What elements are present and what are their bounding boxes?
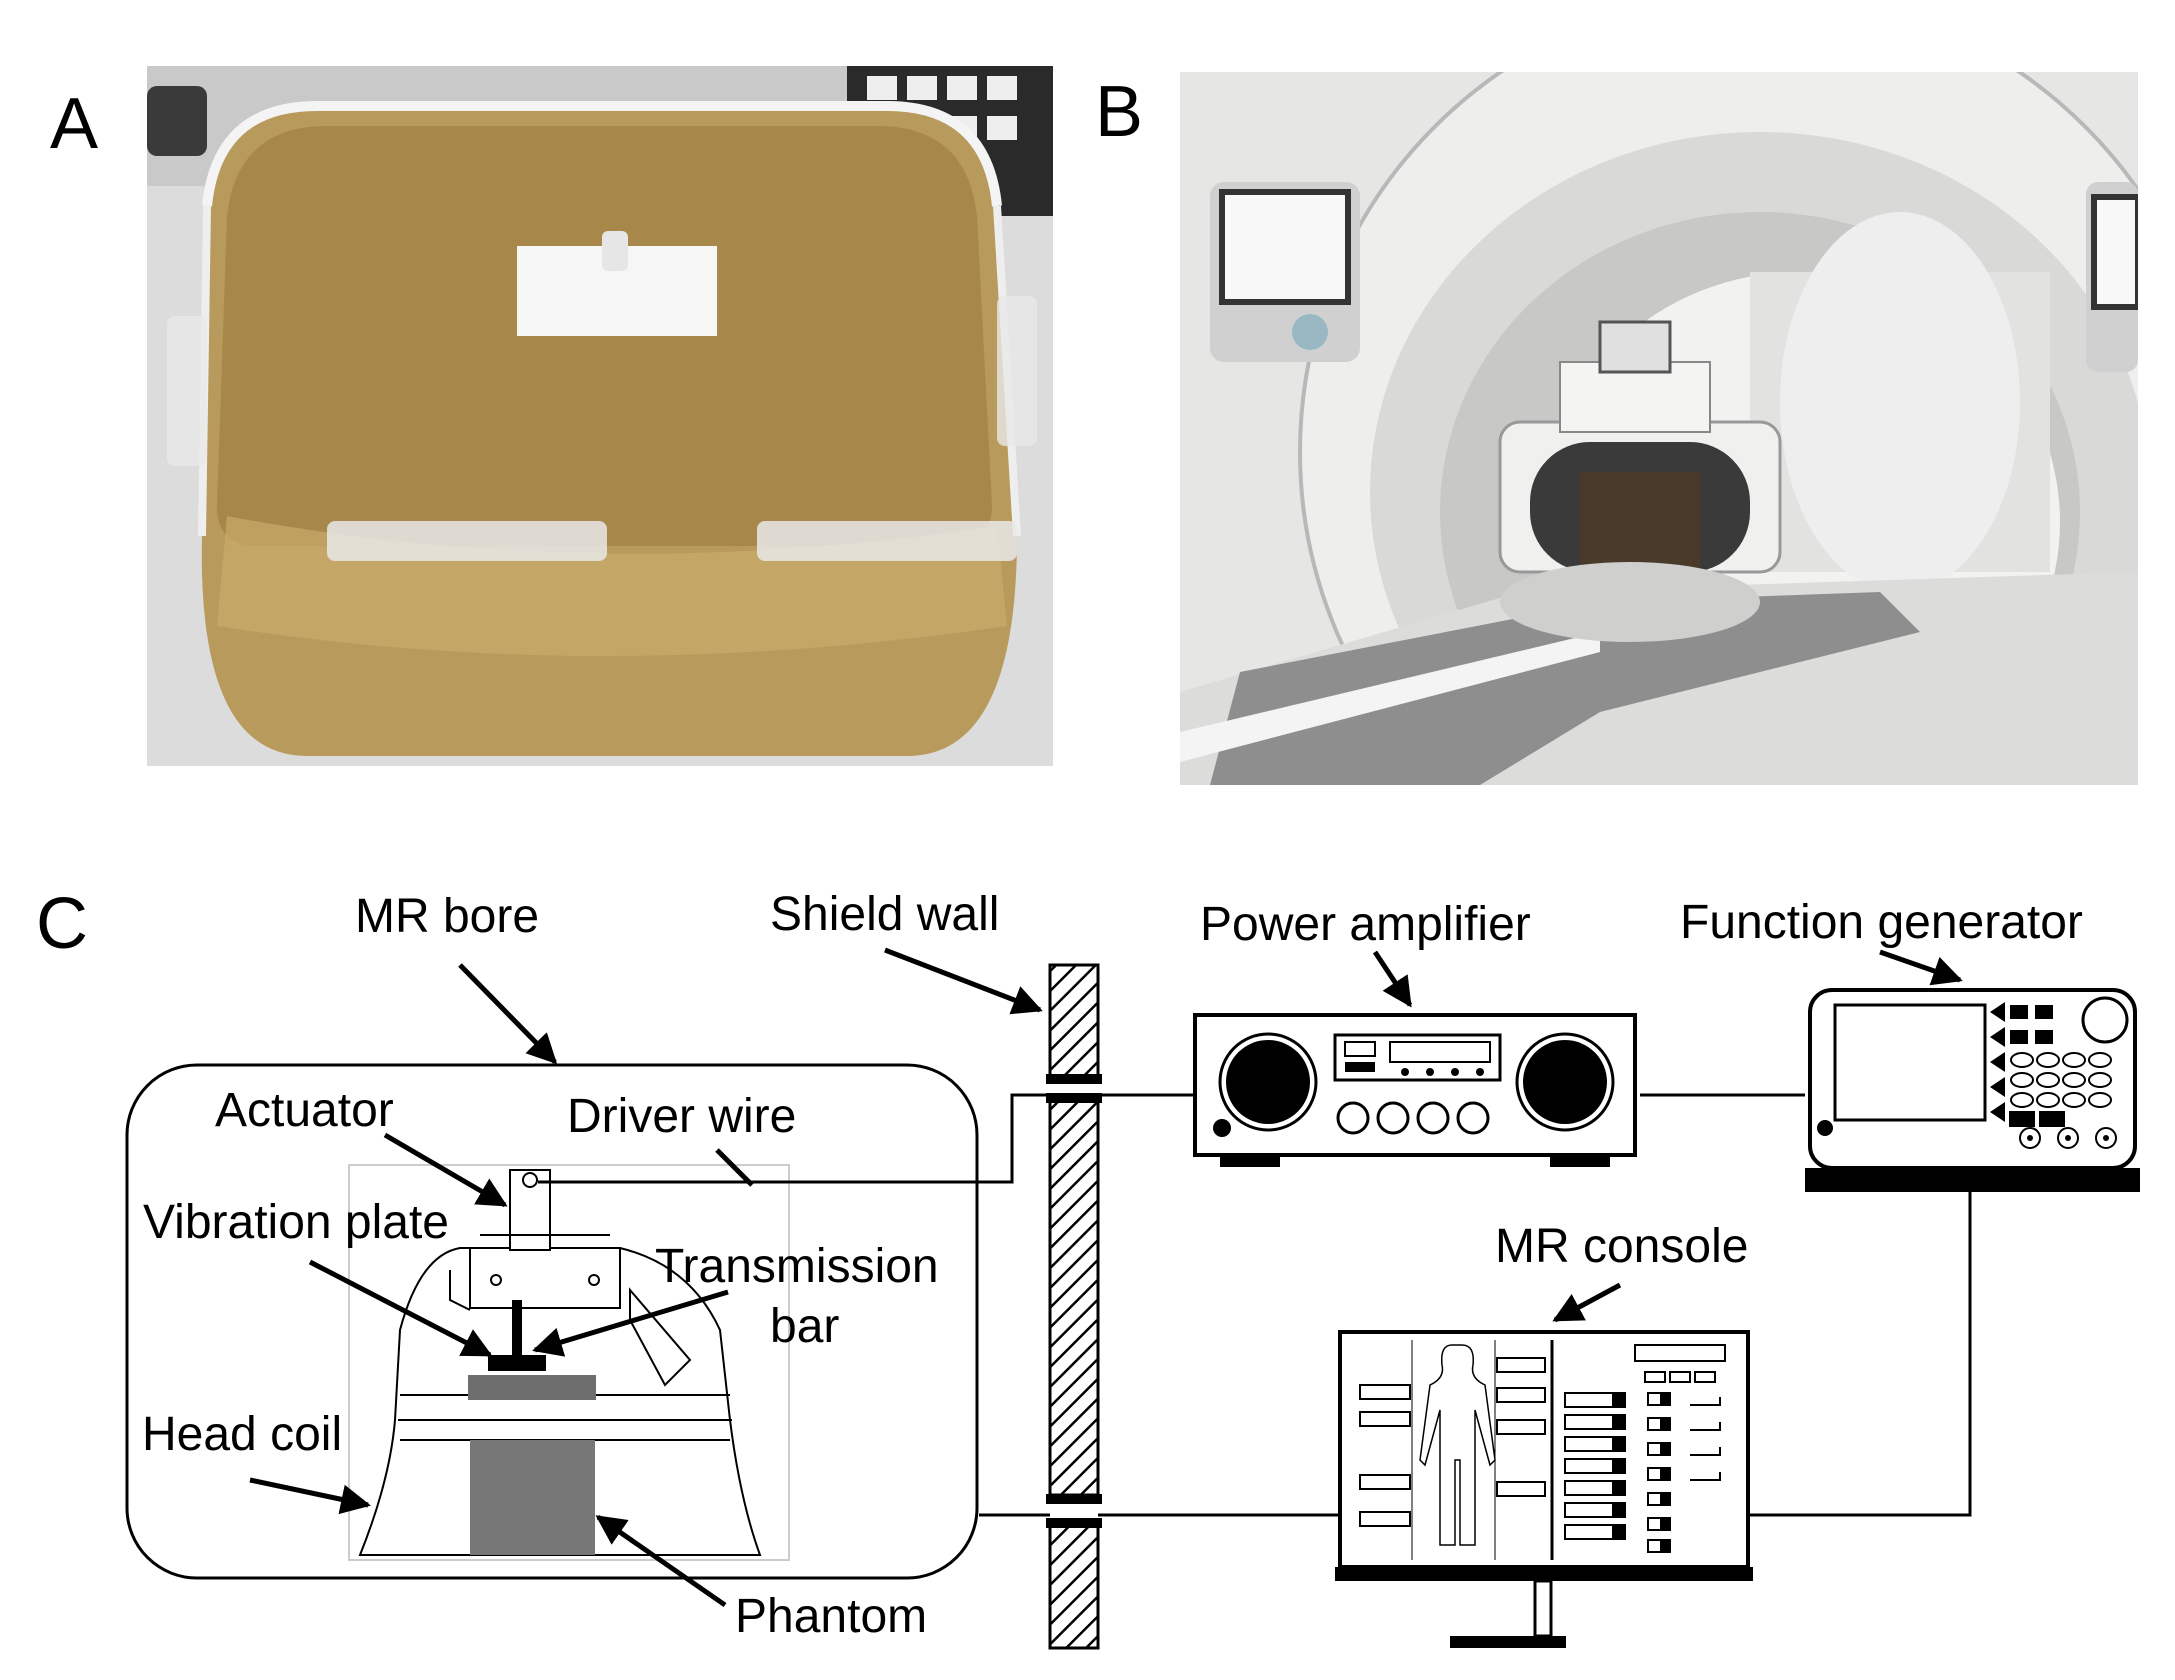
vibration-plate-label: Vibration plate bbox=[143, 1196, 449, 1249]
mr-console-label: MR console bbox=[1495, 1220, 1748, 1273]
driver-wire bbox=[538, 1093, 1198, 1184]
scanner-photo bbox=[1180, 72, 2138, 785]
function-generator-label: Function generator bbox=[1680, 896, 2083, 949]
head-coil-label: Head coil bbox=[142, 1408, 342, 1461]
transmission-bar bbox=[512, 1300, 522, 1358]
bar-label: bar bbox=[770, 1300, 839, 1353]
shield-wall-label: Shield wall bbox=[770, 888, 999, 941]
power-amplifier-label: Power amplifier bbox=[1200, 898, 1531, 951]
actuator-label: Actuator bbox=[215, 1084, 394, 1137]
power-amplifier bbox=[1193, 1013, 1637, 1167]
mr-bore-label: MR bore bbox=[355, 890, 539, 943]
mr-bore bbox=[125, 1063, 979, 1580]
head-coil-assembly bbox=[348, 1164, 790, 1561]
panel-label-a: A bbox=[50, 84, 99, 164]
phantom-label: Phantom bbox=[735, 1590, 927, 1643]
vibration-plate bbox=[488, 1355, 546, 1371]
panel-label-c: C bbox=[36, 884, 88, 964]
panel-label-b: B bbox=[1095, 72, 1144, 152]
function-generator bbox=[1805, 988, 2140, 1192]
phantom bbox=[470, 1440, 595, 1555]
mr-console bbox=[1335, 1330, 1753, 1648]
phantom-block bbox=[468, 1375, 596, 1400]
transmission-label: Transmission bbox=[655, 1240, 939, 1293]
phantom-photo bbox=[147, 66, 1053, 766]
shield-wall bbox=[1046, 963, 1102, 1650]
driver-wire-label: Driver wire bbox=[567, 1090, 796, 1143]
